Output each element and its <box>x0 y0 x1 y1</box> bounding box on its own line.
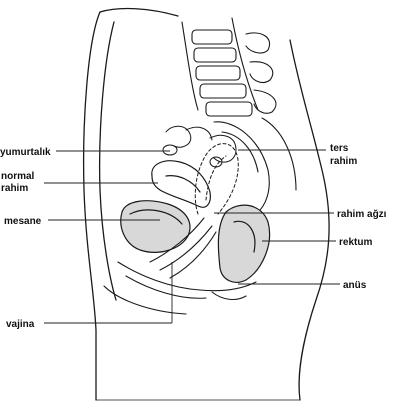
leader-lines <box>44 149 340 324</box>
ovary-shapes <box>162 144 223 168</box>
label-anus: anüs <box>343 280 367 291</box>
labels: yumurtalık normal rahim mesane vajina te… <box>0 143 387 330</box>
pelvic-floor <box>103 261 257 315</box>
label-retro-uterus-line1: ters <box>330 143 349 154</box>
label-normal-uterus-line1: normal <box>1 171 35 182</box>
normal-uterus <box>151 160 211 208</box>
spine <box>181 17 297 215</box>
label-normal-uterus-line2: rahim <box>1 183 28 194</box>
label-cervix: rahim ağzı <box>337 209 387 220</box>
label-rectum: rektum <box>339 237 372 248</box>
label-retro-uterus-line2: rahim <box>330 156 357 167</box>
body-outline <box>82 7 330 401</box>
retroverted-uterus <box>194 143 239 215</box>
bladder <box>120 200 191 253</box>
label-ovary: yumurtalık <box>0 147 51 158</box>
rectum <box>217 204 271 283</box>
label-vagina: vajina <box>6 319 35 330</box>
vagina <box>149 217 217 279</box>
label-bladder: mesane <box>4 216 42 227</box>
